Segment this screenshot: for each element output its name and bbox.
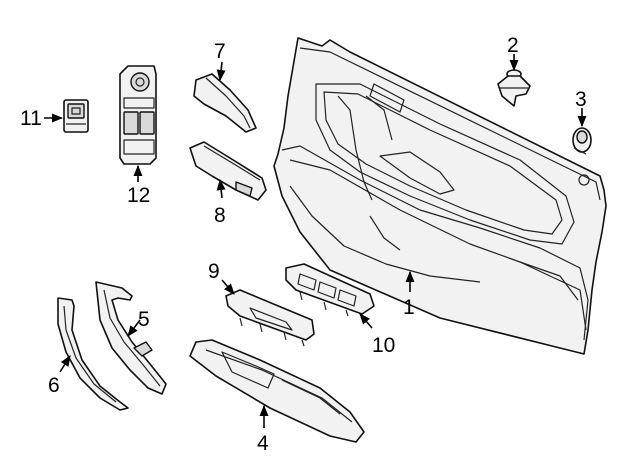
callout-3: 3 [575,88,587,128]
callout-label-4: 4 [257,432,269,455]
callout-label-7: 7 [214,40,226,63]
part-10-switch-bezel [285,263,375,317]
callout-12: 12 [127,164,150,207]
callout-2: 2 [507,34,519,72]
part-5-handle-trim [95,281,167,395]
callout-label-2: 2 [507,34,519,57]
callout-10: 10 [359,313,395,357]
callout-label-9: 9 [208,260,220,283]
part-9-switch-bezel [225,289,315,347]
callout-8: 8 [214,178,226,227]
callout-label-12: 12 [127,184,150,207]
callout-1: 1 [403,270,415,319]
callout-label-1: 1 [403,296,415,319]
part-7-mirror-cover [193,73,257,133]
callout-6: 6 [48,355,71,397]
part-1-door-panel [273,37,607,355]
part-8-bracket [189,141,267,201]
part-4-armrest [189,339,365,443]
part-12-master-switch [119,65,157,165]
callout-7: 7 [214,40,226,82]
callout-label-3: 3 [575,88,587,111]
callout-label-11: 11 [20,107,42,130]
part-11-single-switch [63,99,89,133]
callout-4: 4 [257,404,269,455]
callout-label-5: 5 [138,308,150,331]
callout-label-10: 10 [372,334,395,357]
callout-9: 9 [208,260,235,295]
callout-11: 11 [20,107,64,130]
callout-label-8: 8 [214,204,226,227]
callout-5: 5 [127,308,150,337]
callout-label-6: 6 [48,374,60,397]
part-2-clip [497,69,531,107]
part-3-grommet [572,127,592,155]
